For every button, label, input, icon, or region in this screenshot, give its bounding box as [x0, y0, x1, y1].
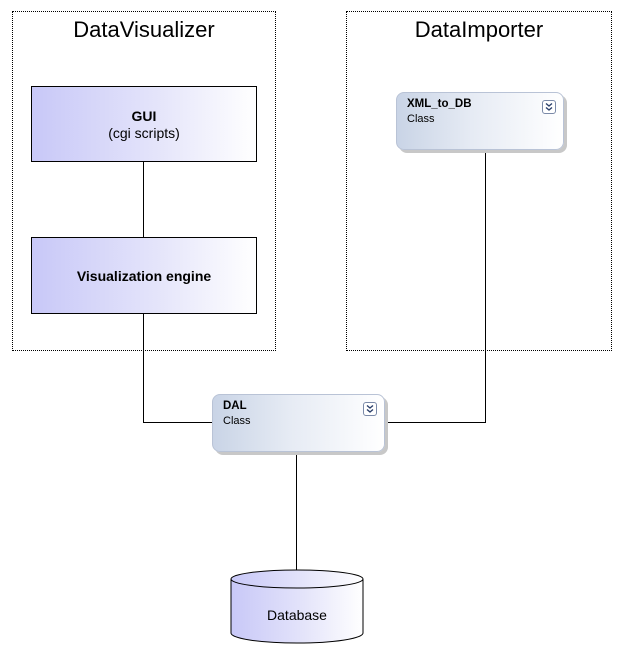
gui-subtitle: (cgi scripts)	[108, 124, 180, 141]
visualization-engine-component[interactable]: Visualization engine	[31, 237, 257, 314]
xml-to-dal-horizontal-connector	[386, 422, 486, 423]
gui-component[interactable]: GUI (cgi scripts)	[31, 86, 257, 162]
xml-to-db-class[interactable]: XML_to_DB Class	[396, 92, 564, 150]
xml-to-db-name: XML_to_DB	[407, 98, 472, 110]
gui-title: GUI	[131, 107, 157, 124]
dal-to-database-connector	[296, 452, 297, 570]
dataimporter-group: DataImporter	[346, 11, 612, 351]
double-chevron-down-icon[interactable]	[363, 402, 377, 416]
dal-name: DAL	[223, 400, 247, 412]
engine-to-dal-vertical-connector	[143, 313, 144, 423]
datavisualizer-title: DataVisualizer	[73, 17, 215, 42]
dal-kind: Class	[223, 415, 251, 427]
visualization-engine-title: Visualization engine	[76, 267, 212, 284]
xml-to-db-kind: Class	[407, 113, 435, 125]
double-chevron-down-icon[interactable]	[542, 100, 556, 114]
database-cylinder[interactable]: Database	[230, 569, 364, 644]
datavisualizer-group: DataVisualizer	[12, 11, 276, 351]
dal-class[interactable]: DAL Class	[212, 394, 385, 452]
gui-to-engine-connector	[143, 161, 144, 238]
xml-to-dal-vertical-connector	[485, 150, 486, 423]
database-label: Database	[267, 607, 327, 623]
dataimporter-title: DataImporter	[414, 17, 544, 42]
engine-to-dal-horizontal-connector	[143, 422, 213, 423]
database-icon	[230, 569, 364, 644]
